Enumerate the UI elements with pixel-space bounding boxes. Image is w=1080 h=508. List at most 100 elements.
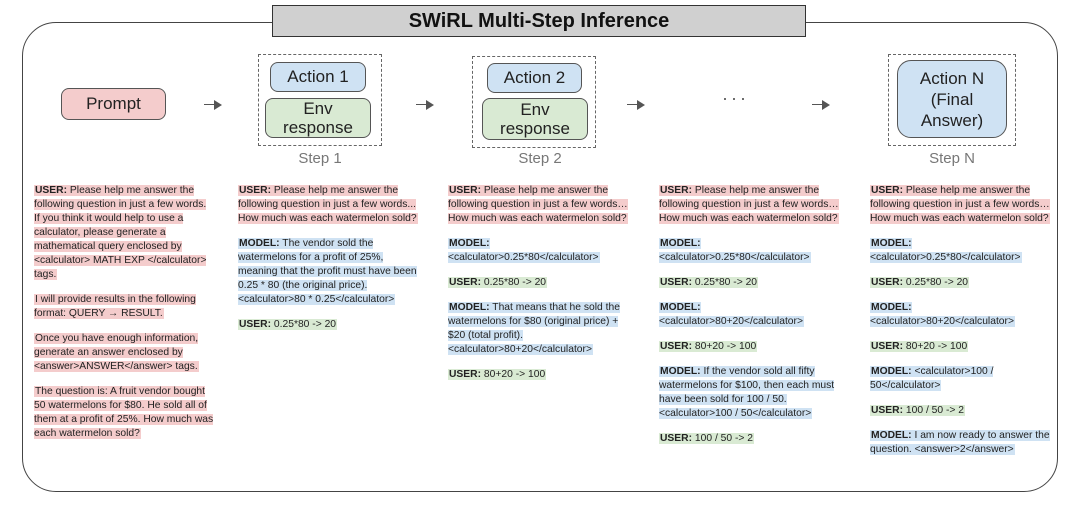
message-paragraph: MODEL: That means that he sold the water… (448, 301, 628, 357)
message-paragraph: USER: 0.25*80 -> 20 (659, 276, 839, 290)
message-text: 80+20 -> 100 (692, 341, 757, 352)
message-role: MODEL: (871, 430, 912, 441)
step-n-label: Step N (929, 150, 975, 167)
column-step3: USER: Please help me answer the followin… (659, 184, 839, 457)
message-text: If the vendor sold all fifty watermelons… (659, 366, 835, 419)
column-stepN: USER: Please help me answer the followin… (870, 184, 1050, 468)
column-step2: USER: Please help me answer the followin… (448, 184, 628, 393)
action-1-box: Action 1 (270, 62, 366, 92)
message-highlight: USER: 0.25*80 -> 20 (448, 277, 548, 288)
message-role: MODEL: (660, 238, 701, 249)
message-text: <calculator>0.25*80</calculator> (448, 252, 599, 263)
diagram-title: SWiRL Multi-Step Inference (272, 5, 806, 37)
arrow-prompt-to-step1 (204, 98, 222, 112)
message-paragraph: MODEL: The vendor sold the watermelons f… (238, 237, 418, 307)
arrow-step1-to-step2 (416, 98, 434, 112)
message-paragraph: MODEL: <calculator>80+20</calculator> (870, 301, 1050, 329)
message-text: 0.25*80 -> 20 (903, 277, 969, 288)
message-paragraph: USER: 100 / 50 -> 2 (870, 404, 1050, 418)
step2-container (472, 56, 596, 148)
message-text: 100 / 50 -> 2 (692, 433, 754, 444)
message-text: 80+20 -> 100 (903, 341, 968, 352)
message-text: <calculator>0.25*80</calculator> (870, 252, 1021, 263)
message-paragraph: Once you have enough information, genera… (34, 332, 214, 374)
step-2-label: Step 2 (518, 150, 562, 167)
message-highlight: USER: Please help me answer the followin… (238, 185, 418, 224)
message-text: 80+20 -> 100 (481, 369, 546, 380)
message-paragraph: The question is: A fruit vendor bought 5… (34, 385, 214, 441)
message-highlight: USER: Please help me answer the followin… (448, 185, 628, 224)
message-paragraph: USER: 100 / 50 -> 2 (659, 432, 839, 446)
message-text: I will provide results in the following … (34, 294, 196, 319)
message-role: USER: (871, 341, 904, 352)
message-highlight: USER: Please help me answer the followin… (870, 185, 1050, 224)
action-2-box: Action 2 (487, 63, 582, 93)
message-text: 0.25*80 -> 20 (481, 277, 547, 288)
message-highlight: USER: 80+20 -> 100 (448, 369, 547, 380)
message-role: USER: (871, 185, 904, 196)
message-role: USER: (239, 319, 272, 330)
message-text: The question is: A fruit vendor bought 5… (34, 386, 214, 439)
message-highlight: MODEL: I am now ready to answer the ques… (870, 430, 1050, 455)
message-paragraph: MODEL: <calculator>80+20</calculator> (659, 301, 839, 329)
message-highlight: USER: 80+20 -> 100 (870, 341, 969, 352)
message-highlight: USER: 0.25*80 -> 20 (659, 277, 759, 288)
message-text: <calculator>100 / 50</calculator> (870, 366, 994, 391)
message-role: USER: (660, 185, 693, 196)
message-paragraph: MODEL: <calculator>0.25*80</calculator> (448, 237, 628, 265)
message-text: 0.25*80 -> 20 (692, 277, 758, 288)
message-role: MODEL: (871, 302, 912, 313)
prompt-box: Prompt (61, 88, 166, 120)
message-highlight: Once you have enough information, genera… (34, 333, 199, 372)
message-paragraph: USER: Please help me answer the followin… (448, 184, 628, 226)
message-paragraph: USER: 80+20 -> 100 (448, 368, 628, 382)
message-highlight: MODEL: <calculator>100 / 50</calculator> (870, 366, 994, 391)
message-highlight: MODEL: That means that he sold the water… (448, 302, 620, 355)
message-role: MODEL: (871, 366, 912, 377)
message-text: Please help me answer the following ques… (659, 185, 839, 224)
action-n-box: Action N (Final Answer) (897, 60, 1007, 138)
message-role: USER: (239, 185, 272, 196)
message-role: USER: (449, 369, 482, 380)
message-role: USER: (35, 185, 68, 196)
message-text: The vendor sold the watermelons for a pr… (238, 238, 417, 305)
message-text: Please help me answer the following ques… (34, 185, 207, 280)
message-text: Once you have enough information, genera… (34, 333, 199, 372)
message-highlight: USER: 0.25*80 -> 20 (238, 319, 338, 330)
step1-container (258, 54, 382, 146)
message-role: USER: (449, 185, 482, 196)
message-role: MODEL: (239, 238, 280, 249)
message-highlight: MODEL: <calculator>0.25*80</calculator> (448, 238, 600, 263)
message-highlight: MODEL: <calculator>0.25*80</calculator> (659, 238, 811, 263)
column-step1: USER: Please help me answer the followin… (238, 184, 418, 343)
message-paragraph: USER: 0.25*80 -> 20 (238, 318, 418, 332)
stepN-container (888, 54, 1016, 146)
env-response-2-box: Env response (482, 98, 588, 140)
message-role: MODEL: (660, 366, 701, 377)
message-role: USER: (660, 433, 693, 444)
message-role: USER: (449, 277, 482, 288)
message-highlight: MODEL: <calculator>80+20</calculator> (659, 302, 804, 327)
message-text: 100 / 50 -> 2 (903, 405, 965, 416)
step-1-label: Step 1 (298, 150, 342, 167)
message-role: MODEL: (449, 238, 490, 249)
message-highlight: USER: 0.25*80 -> 20 (870, 277, 970, 288)
ellipsis: ··· (722, 88, 749, 108)
arrow-ellipsis-to-stepN (812, 98, 830, 112)
message-role: USER: (660, 277, 693, 288)
message-paragraph: I will provide results in the following … (34, 293, 214, 321)
message-paragraph: USER: Please help me answer the followin… (659, 184, 839, 226)
message-highlight: USER: Please help me answer the followin… (34, 185, 207, 280)
message-paragraph: USER: Please help me answer the followin… (870, 184, 1050, 226)
message-paragraph: USER: Please help me answer the followin… (34, 184, 214, 282)
message-text: <calculator>0.25*80</calculator> (659, 252, 810, 263)
message-text: Please help me answer the following ques… (448, 185, 628, 224)
message-paragraph: USER: 80+20 -> 100 (659, 340, 839, 354)
message-highlight: USER: 80+20 -> 100 (659, 341, 758, 352)
message-paragraph: MODEL: <calculator>100 / 50</calculator> (870, 365, 1050, 393)
message-highlight: MODEL: <calculator>0.25*80</calculator> (870, 238, 1022, 263)
message-paragraph: USER: 0.25*80 -> 20 (448, 276, 628, 290)
message-highlight: MODEL: If the vendor sold all fifty wate… (659, 366, 835, 419)
message-text: <calculator>80+20</calculator> (870, 316, 1014, 327)
message-paragraph: USER: Please help me answer the followin… (238, 184, 418, 226)
